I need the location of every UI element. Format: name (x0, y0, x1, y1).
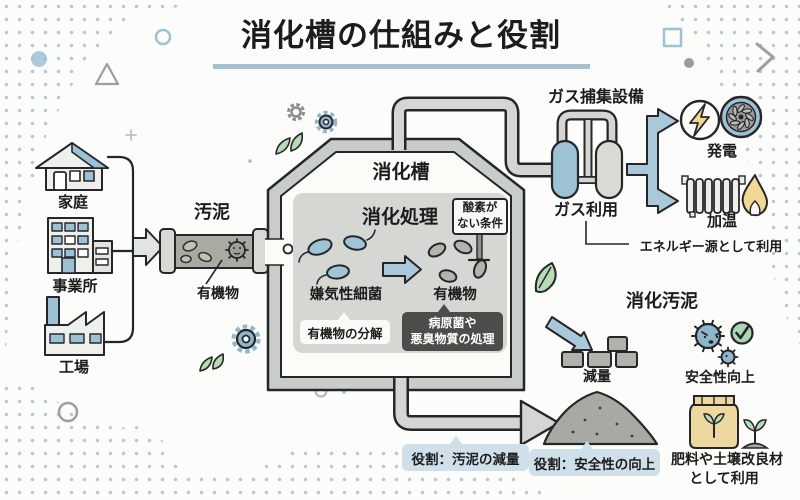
germ-small-icon (717, 346, 739, 368)
outlet-arrow-icon (519, 399, 561, 447)
pipe-icon (159, 228, 269, 285)
label-factory: 工場 (58, 359, 90, 376)
label-organic-inlet: 有機物 (197, 285, 239, 301)
sign-line1: 酸素が (462, 201, 498, 214)
label-home: 家庭 (57, 194, 89, 211)
circle-outline-bottom-icon (57, 401, 79, 423)
label-safety: 安全性向上 (685, 369, 755, 385)
oxygen-sign: 酸素が ない条件 (452, 198, 508, 235)
radiator-icon (681, 175, 746, 218)
bubble-role-reduction: 役割：汚泥の減量 (402, 436, 529, 471)
process-arrow-icon (382, 255, 422, 284)
energy-note-connector (585, 221, 629, 245)
label-tank-name: 消化槽 (372, 162, 430, 183)
bubble-treat-line2: 悪臭物質の処理 (410, 331, 495, 346)
label-fertilizer-line1: 肥料や土壌改良材 (671, 451, 783, 467)
bubble-treat-line1: 病原菌や (428, 315, 477, 330)
square-decor-icon (662, 27, 683, 48)
label-gas-equipment: ガス捕集設備 (547, 89, 645, 106)
page-title: 消化槽の仕組みと役割 (241, 18, 561, 53)
germ-icon (225, 238, 249, 262)
house-icon (35, 142, 109, 191)
label-office: 事業所 (52, 278, 98, 295)
bubble-treat: 病原菌や 悪臭物質の処理 (402, 304, 503, 351)
inflow-arrow-icon (132, 228, 164, 266)
gas-branch-arrow-icon (626, 108, 679, 214)
germ-large-icon (691, 319, 725, 353)
bubble-decompose: 有機物の分解 (300, 312, 390, 344)
label-process: 消化処理 (361, 207, 439, 228)
label-organic-tank: 有機物 (433, 287, 477, 303)
check-icon (730, 321, 754, 345)
circle-outline-decor-icon (154, 28, 172, 46)
role-reduction-text: 役割：汚泥の減量 (411, 451, 520, 467)
title-backdrop (200, 4, 600, 82)
cube-icon (561, 336, 638, 368)
sprout-icon (740, 419, 770, 449)
dot-decor-icon (684, 58, 694, 68)
reduction-arrow-icon (545, 316, 593, 351)
office-building-icon (47, 217, 113, 274)
circle-solid-decor-icon (31, 51, 47, 67)
label-sludge: 汚泥 (194, 202, 230, 222)
lightning-icon (679, 99, 721, 141)
label-reduction: 減量 (583, 368, 611, 384)
label-heating: 加温 (706, 213, 738, 230)
label-bacteria: 嫌気性細菌 (309, 287, 383, 303)
sign-line2: ない条件 (457, 217, 503, 230)
label-fertilizer-line2: として利用 (689, 470, 759, 486)
turbine-icon (719, 95, 763, 139)
gas-pipe (391, 96, 552, 178)
sludge-outlet-pipe (393, 378, 561, 447)
plus-decor-icon (125, 129, 137, 141)
label-gas-usage: ガス利用 (553, 202, 619, 219)
label-power: 発電 (706, 143, 738, 160)
label-energy-note: エネルギー源として利用 (639, 239, 783, 254)
gear-icon (231, 103, 338, 354)
bubble-decompose-text: 有機物の分解 (307, 326, 383, 341)
factory-icon (44, 296, 105, 356)
bacteria-icon (298, 229, 376, 285)
role-safety-text: 役割：安全性の向上 (533, 456, 656, 472)
triangle-decor-icon (94, 62, 120, 86)
leaf-icon (199, 132, 557, 372)
title-underline (213, 64, 590, 69)
chevron-decor-icon (755, 42, 775, 73)
sludge-pile-icon (542, 390, 659, 446)
organic-matter-icon (427, 239, 488, 283)
flame-icon (741, 174, 768, 217)
fertilizer-bag-icon (689, 395, 739, 449)
sources-connector (102, 155, 164, 344)
gas-tank-icon (550, 109, 624, 200)
bubble-role-safety: 役割：安全性の向上 (529, 441, 660, 476)
label-digested-name: 消化汚泥 (626, 291, 698, 311)
